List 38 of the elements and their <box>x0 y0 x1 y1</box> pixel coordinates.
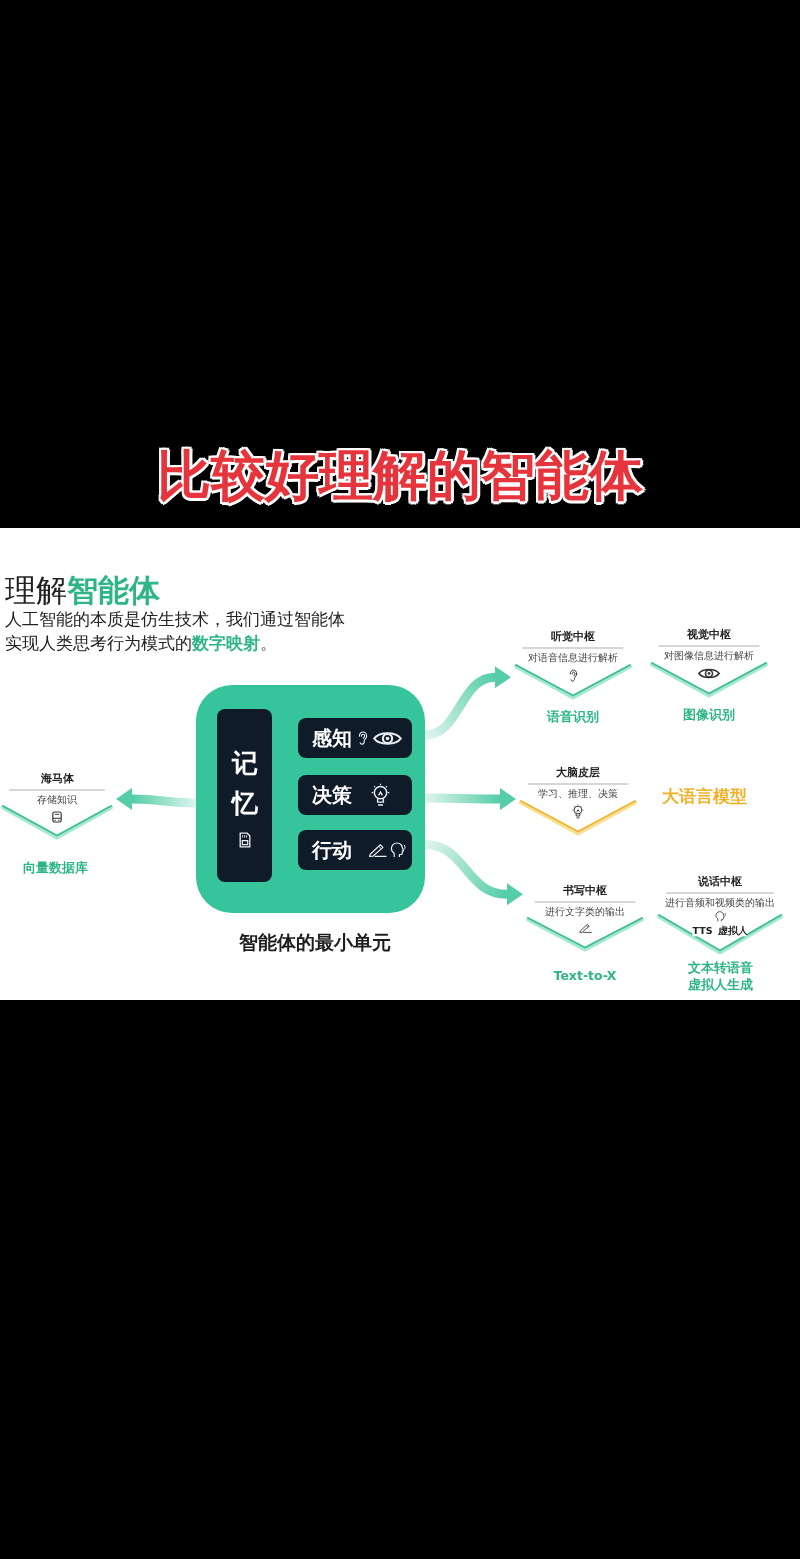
card-title: 大脑皮层 <box>556 766 600 780</box>
rounded-square <box>196 685 425 913</box>
arrow <box>116 788 197 810</box>
card-description: 对图像信息进行解析 <box>664 649 754 663</box>
module-box <box>298 775 412 815</box>
card-description: 进行音频和视频类的输出 <box>665 896 775 910</box>
module-box <box>298 718 412 758</box>
card-caption: 向量数据库 <box>22 860 88 876</box>
card-caption: 虚拟人生成 <box>687 977 753 993</box>
module-label: 决策 <box>312 782 352 809</box>
card-title: 说话中枢 <box>698 875 742 889</box>
arrow <box>425 788 516 810</box>
icon-caption: 虚拟人 <box>717 925 748 937</box>
paragraph: 人工智能的本质是仿生技术，我们通过智能体实现人类思考行为模式的数字映射。 <box>5 609 346 655</box>
card-title: 视觉中枢 <box>687 628 731 642</box>
card-caption: 语音识别 <box>547 709 599 725</box>
box-label: 智能体的最小单元 <box>239 931 391 955</box>
card-title: 听觉中枢 <box>551 630 595 644</box>
heading: 理解智能体 <box>5 571 160 609</box>
arrow <box>424 840 523 906</box>
card-description: 存储知识 <box>37 793 77 807</box>
module-label: 感知 <box>312 725 352 752</box>
card-caption: 文本转语音 <box>687 960 753 976</box>
icon-caption: TTS <box>692 925 713 937</box>
card-description: 学习、推理、决策 <box>538 787 618 801</box>
card-caption: 图像识别 <box>683 707 735 723</box>
arrow <box>424 666 511 740</box>
module-box <box>217 709 272 882</box>
module-label: 记忆 <box>231 747 258 820</box>
card-caption: 大语言模型 <box>662 786 747 808</box>
card-title: 海马体 <box>40 772 74 786</box>
headline: 比较好理解的智能体 <box>157 443 643 510</box>
card-title: 书写中枢 <box>563 884 607 898</box>
module-box <box>298 830 412 870</box>
module-label: 行动 <box>312 837 352 864</box>
card-description: 进行文字类的输出 <box>545 905 625 919</box>
card-description: 对语音信息进行解析 <box>528 651 618 665</box>
card-caption: Text-to-X <box>553 968 617 984</box>
